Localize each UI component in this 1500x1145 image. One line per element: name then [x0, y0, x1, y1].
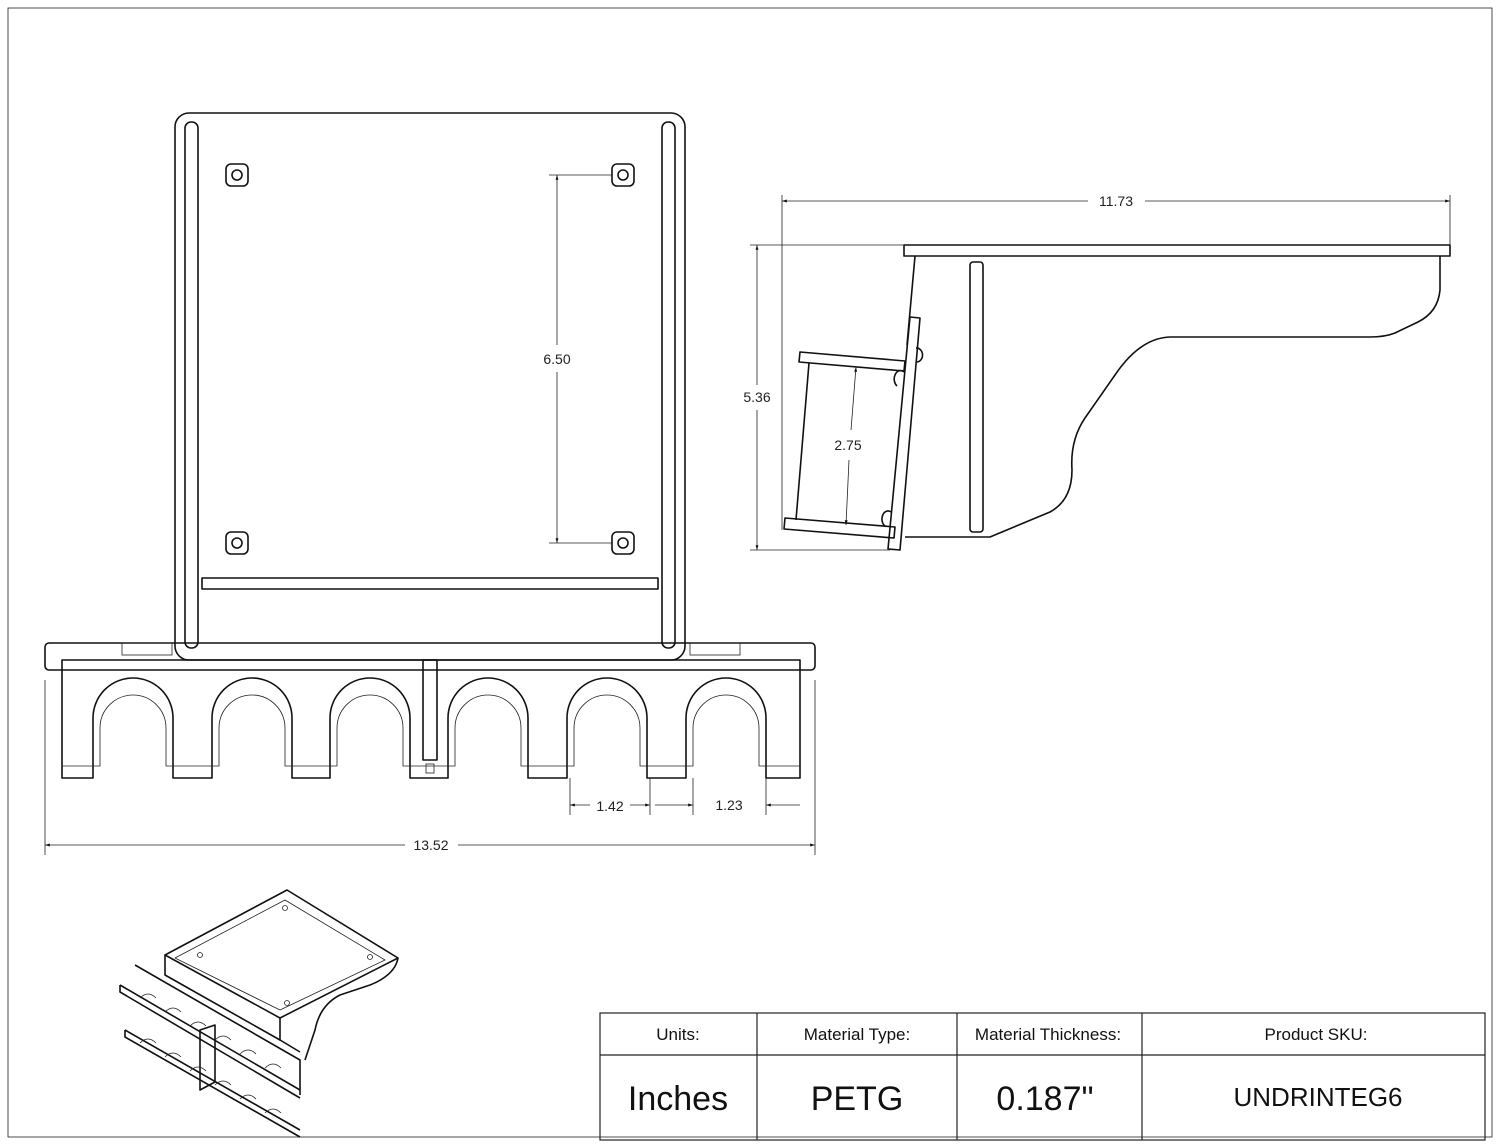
- isometric-view: [119, 889, 399, 1138]
- back-plate: [174, 112, 686, 661]
- side-bracket-outline: [905, 255, 1441, 538]
- right-slot: [661, 121, 676, 649]
- mounting-hole-icon: [225, 163, 635, 555]
- sheet-border: [7, 7, 1493, 1138]
- product-sku-label: Product SKU:: [1265, 1025, 1368, 1044]
- title-block: [599, 1012, 1486, 1141]
- hook-rack-body: [61, 659, 801, 779]
- product-sku-value: UNDRINTEG6: [1233, 1082, 1402, 1112]
- material-type-label: Material Type:: [804, 1025, 910, 1044]
- dim-shelf-height: 2.75: [834, 437, 861, 453]
- material-thickness-label: Material Thickness:: [975, 1025, 1121, 1044]
- side-top-plate: [903, 244, 1451, 257]
- dim-hole-spacing: 6.50: [543, 351, 570, 367]
- material-thickness-value: 0.187": [996, 1080, 1093, 1118]
- top-rail: [44, 642, 816, 671]
- front-view: [44, 112, 816, 855]
- center-slot: [422, 659, 438, 761]
- side-view: [750, 195, 1451, 551]
- bottom-rail: [201, 577, 659, 590]
- side-tilted-plate: [887, 316, 921, 551]
- left-slot: [184, 121, 199, 649]
- material-type-value: PETG: [811, 1080, 904, 1118]
- units-label: Units:: [656, 1025, 699, 1044]
- dim-side-height: 5.36: [743, 389, 770, 405]
- dim-side-depth: 11.73: [1099, 193, 1133, 209]
- dim-overall-width: 13.52: [413, 837, 448, 853]
- dim-slot-width: 1.42: [596, 798, 623, 814]
- units-value: Inches: [628, 1080, 728, 1118]
- dim-finger-width: 1.23: [715, 797, 742, 813]
